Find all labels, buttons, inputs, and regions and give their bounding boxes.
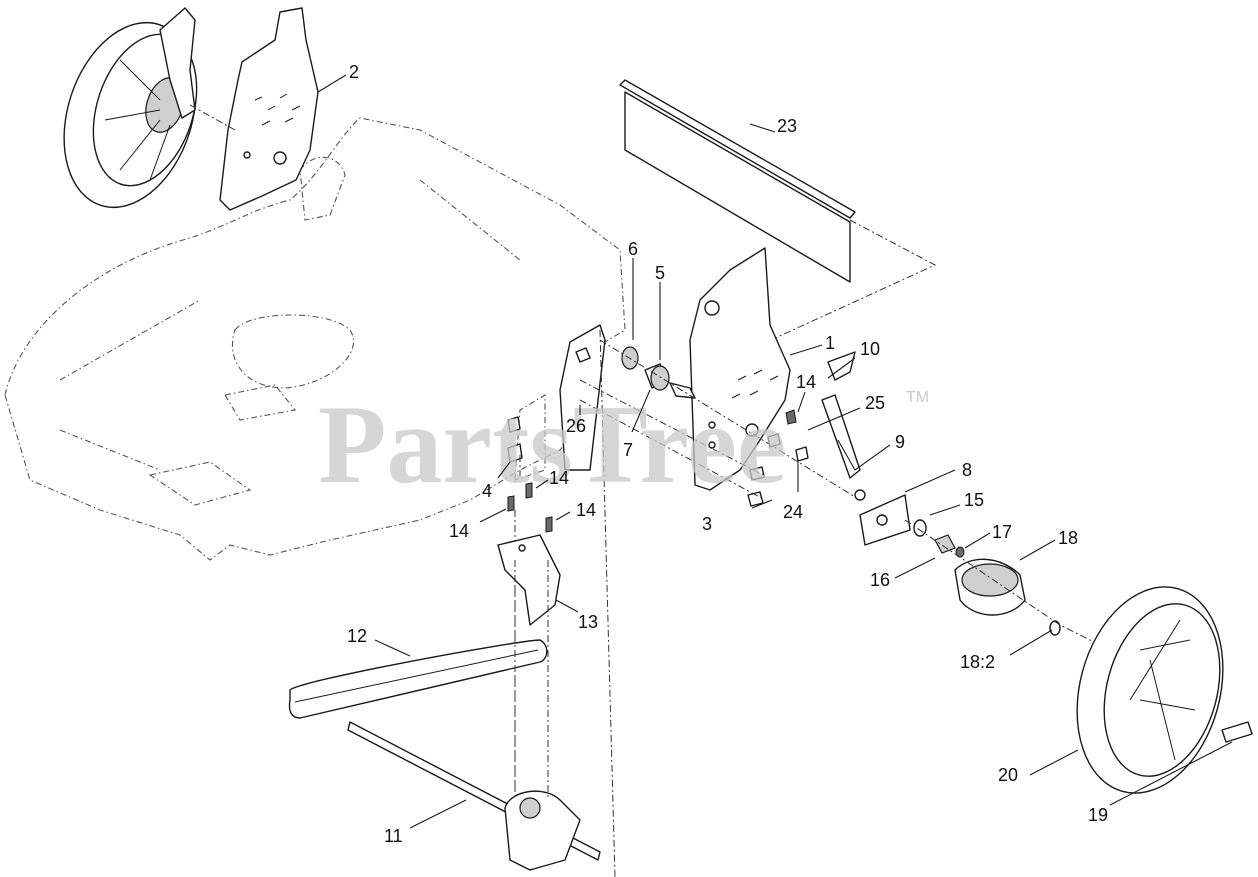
callout-16: 16 — [870, 570, 890, 590]
callout-12: 12 — [347, 626, 367, 646]
pivot-bracket — [559, 324, 606, 471]
callout-23: 23 — [777, 116, 797, 136]
drive-gear-assembly — [913, 519, 965, 558]
leader-lines — [317, 74, 1233, 829]
callout-6: 6 — [628, 239, 638, 259]
callout-18: 18 — [1058, 528, 1078, 548]
callout-17: 17 — [992, 522, 1012, 542]
drive-belt — [288, 639, 548, 719]
wheel-hub-cup — [904, 519, 1111, 651]
callout-19: 19 — [1088, 805, 1108, 825]
callout-20: 20 — [998, 765, 1018, 785]
callout-14-right: 14 — [576, 500, 596, 520]
height-adjust-plate-left — [219, 7, 319, 211]
callout-13: 13 — [578, 612, 598, 632]
mower-deck-outline — [4, 117, 626, 561]
callout-26: 26 — [566, 416, 586, 436]
callout-4: 4 — [482, 481, 492, 501]
callout-25: 25 — [865, 393, 885, 413]
fasteners — [507, 379, 809, 810]
callout-3: 3 — [702, 514, 712, 534]
callout-11: 11 — [384, 826, 403, 846]
callout-14-top: 14 — [549, 468, 569, 488]
callout-24: 24 — [783, 502, 803, 522]
wheel-left-rear — [63, 7, 236, 209]
watermark-trademark: TM — [906, 389, 929, 406]
callout-8: 8 — [962, 460, 972, 480]
callout-10: 10 — [860, 339, 880, 359]
callout-15: 15 — [964, 490, 984, 510]
gearbox-bracket — [497, 534, 561, 626]
callout-14-left: 14 — [449, 521, 469, 541]
callout-9: 9 — [895, 432, 905, 452]
watermark-text: PartsTree — [318, 383, 787, 507]
callout-18-2: 18:2 — [960, 652, 995, 672]
height-adjust-plate-right — [689, 247, 791, 491]
bushing-assembly — [599, 339, 861, 501]
callout-5: 5 — [655, 263, 665, 283]
wheel-right-rear — [1076, 586, 1253, 794]
callout-7: 7 — [623, 440, 633, 460]
callout-1: 1 — [825, 333, 835, 353]
callout-14-bracket: 14 — [796, 372, 816, 392]
callout-labels: 2 23 6 5 1 10 14 25 9 8 15 17 18 16 18:2… — [347, 62, 1108, 846]
callout-2: 2 — [349, 62, 359, 82]
height-adjust-lever — [821, 351, 911, 546]
transmission-gearbox — [347, 329, 616, 877]
rear-flap — [619, 79, 937, 346]
